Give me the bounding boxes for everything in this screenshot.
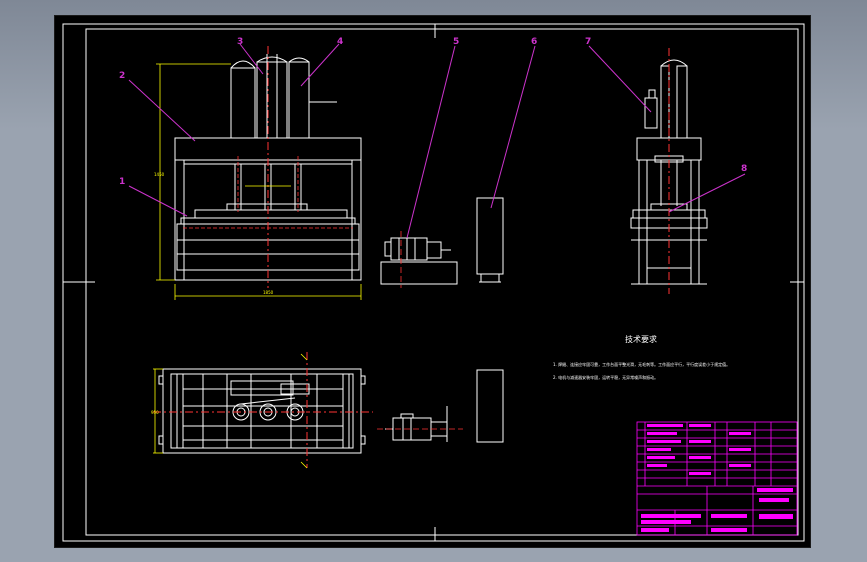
plan-dimensions: [153, 353, 308, 469]
border-center-marks: [63, 24, 804, 541]
plan-view: [158, 368, 366, 454]
height-dimension-text: 1450: [154, 172, 165, 177]
callout-6: 6: [531, 37, 537, 47]
motor-reducer-icon: [380, 237, 458, 442]
cad-drawing: 1850 1450: [62, 23, 805, 542]
callout-4: 4: [337, 37, 343, 47]
drawing-sheet: 1850 1450: [54, 15, 811, 548]
callout-8: 8: [741, 164, 747, 174]
callout-numbers: 1 2 3 4 5 6 7 8: [119, 37, 747, 187]
callout-1: 1: [119, 177, 125, 187]
electric-cabinet-icon: [476, 197, 504, 443]
front-view: [174, 54, 362, 281]
callout-7: 7: [585, 37, 591, 47]
callout-leaders: [128, 43, 746, 239]
outer-frame: [62, 23, 805, 542]
callout-2: 2: [119, 71, 125, 81]
note-line-1: 1. 焊缝、连接应牢固可靠，工作台面平整光滑，无毛刺等。工作面应平行，平行度误差…: [553, 361, 730, 367]
callout-5: 5: [453, 37, 459, 47]
note-line-2: 2. 电机与减速器安装牢固，运转平稳，无异常噪声和振动。: [553, 374, 658, 380]
notes-heading: 技术要求: [625, 334, 657, 344]
callout-3: 3: [237, 37, 243, 47]
title-block-filler: [641, 424, 793, 532]
plan-depth-text: 950: [151, 410, 159, 415]
front-dimensions: [156, 63, 362, 300]
front-hidden-lines: [183, 156, 353, 229]
width-dimension-text: 1850: [263, 290, 274, 295]
plan-centerlines: [153, 352, 373, 468]
